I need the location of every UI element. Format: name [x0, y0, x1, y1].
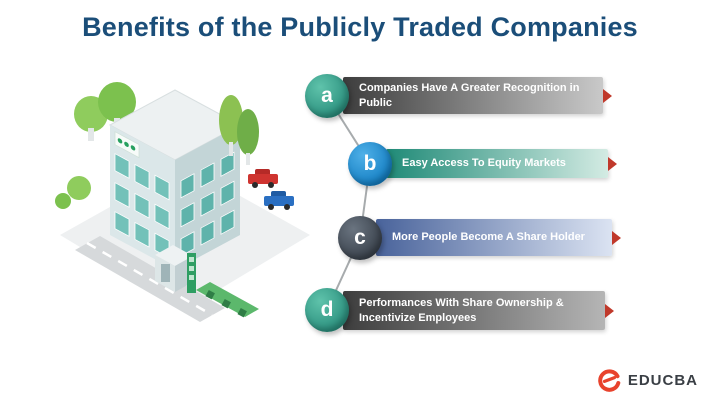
bar-arrow-icon	[612, 230, 621, 245]
benefit-letter: a	[321, 84, 333, 107]
educba-logo-icon	[597, 368, 621, 392]
benefit-bar: Companies Have A Greater Recognition in …	[343, 77, 612, 114]
blue-car	[264, 191, 294, 210]
benefit-letter: b	[363, 152, 377, 175]
benefit-letter-badge: b	[348, 142, 392, 186]
building-illustration-svg	[55, 82, 310, 322]
benefit-label: Easy Access To Equity Markets	[402, 157, 566, 170]
red-car	[248, 169, 278, 188]
benefit-label: Companies Have A Greater Recognition in …	[359, 82, 580, 109]
bar-arrow-icon	[605, 303, 614, 318]
benefit-letter: d	[320, 298, 334, 321]
benefit-letter-badge: a	[305, 74, 349, 118]
educba-logo-text: EDUCBA	[627, 371, 698, 389]
bar-arrow-icon	[608, 156, 617, 171]
building-illustration	[55, 70, 315, 360]
benefits-list: Companies Have A Greater Recognition in …	[300, 70, 621, 350]
benefit-letter-badge: d	[305, 288, 349, 332]
bar-arrow-icon	[603, 88, 612, 103]
benefit-bar: Easy Access To Equity Markets	[386, 149, 617, 178]
benefit-label: Performances With Share Ownership & Ince…	[359, 297, 564, 324]
benefit-label: More People Become A Share Holder	[392, 231, 585, 244]
benefit-letter: c	[354, 226, 366, 249]
connector-line	[326, 95, 372, 311]
educba-logo: EDUCBA	[597, 368, 698, 392]
benefit-bar: Performances With Share Ownership & Ince…	[343, 291, 614, 330]
benefit-letter-badge: c	[338, 216, 382, 260]
page-title: Benefits of the Publicly Traded Companie…	[82, 12, 638, 42]
benefit-bar: More People Become A Share Holder	[376, 219, 621, 256]
